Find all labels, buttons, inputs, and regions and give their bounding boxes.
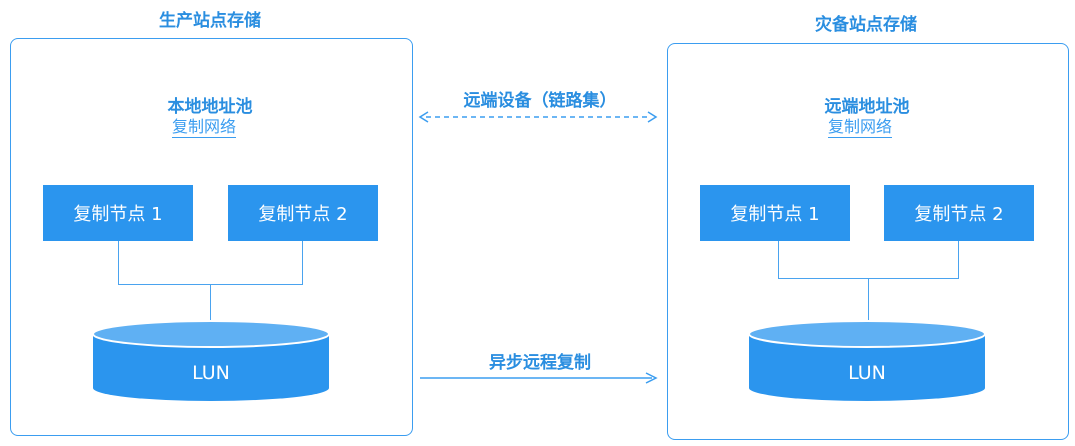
dr-replication-node-1: 复制节点 1 bbox=[700, 185, 850, 241]
remote-replication-network-link[interactable]: 复制网络 bbox=[828, 117, 893, 138]
production-lun-label: LUN bbox=[192, 362, 230, 384]
dr-connector-vertical bbox=[868, 278, 869, 326]
local-pool-title: 本地地址池 bbox=[167, 97, 253, 117]
production-connector-right bbox=[302, 241, 303, 284]
dr-site-title: 灾备站点存储 bbox=[815, 15, 917, 35]
remote-device-dashed-arrow-icon bbox=[418, 111, 658, 123]
dr-replication-node-2: 复制节点 2 bbox=[884, 185, 1034, 241]
production-site-title: 生产站点存储 bbox=[159, 11, 261, 31]
async-replication-arrow-icon bbox=[420, 372, 658, 384]
dr-lun-label: LUN bbox=[848, 362, 886, 384]
dr-connector-left bbox=[778, 241, 779, 278]
remote-pool-title: 远端地址池 bbox=[824, 97, 910, 117]
production-lun-cylinder-icon bbox=[92, 320, 330, 401]
dr-lun-cylinder-icon bbox=[748, 320, 986, 401]
remote-device-label: 远端设备（链路集） bbox=[463, 91, 617, 111]
local-replication-network-link[interactable]: 复制网络 bbox=[172, 117, 237, 138]
production-connector-vertical bbox=[210, 284, 211, 326]
production-replication-node-2: 复制节点 2 bbox=[228, 185, 378, 241]
async-replication-label: 异步远程复制 bbox=[489, 353, 591, 373]
dr-connector-right bbox=[958, 241, 959, 278]
production-connector-left bbox=[118, 241, 119, 284]
production-replication-node-1: 复制节点 1 bbox=[43, 185, 193, 241]
